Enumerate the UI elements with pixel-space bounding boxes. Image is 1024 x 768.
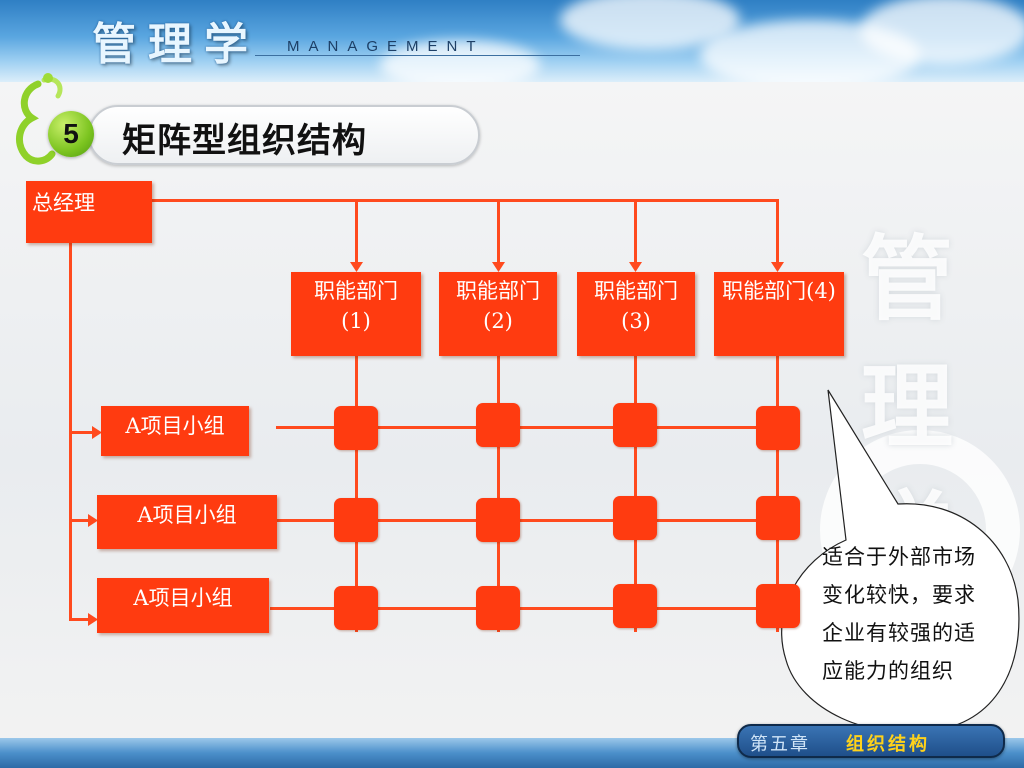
arrowhead-icon (92, 426, 102, 439)
department-index: (4) (806, 279, 836, 303)
arrowhead-icon (88, 514, 98, 527)
header-divider (255, 55, 580, 56)
connector-line (497, 199, 500, 265)
matrix-node (756, 496, 800, 540)
department-name: 职能部门 (314, 279, 398, 303)
project-team-box-3: A项目小组 (97, 578, 269, 633)
department-name: 职能部门 (722, 279, 807, 303)
arrowhead-icon (88, 613, 98, 626)
connector-line (776, 199, 779, 265)
department-index: (3) (621, 309, 651, 333)
chapter-pill (737, 724, 1005, 758)
section-number: 5 (63, 118, 79, 149)
matrix-node (476, 498, 520, 542)
matrix-node (334, 586, 378, 630)
project-team-box-1: A项目小组 (101, 406, 249, 456)
section-number-badge (48, 111, 94, 157)
department-label: 职能部门(4) (714, 276, 844, 306)
project-team-label: A项目小组 (137, 503, 237, 527)
matrix-node (613, 496, 657, 540)
department-name: 职能部门 (594, 279, 678, 303)
connector-line (497, 356, 500, 632)
connector-line (152, 199, 779, 202)
connector-line (270, 607, 778, 610)
cloud-decoration (860, 0, 1024, 65)
matrix-node (476, 403, 520, 447)
callout-line: 变化较快，要求 (822, 583, 976, 607)
department-box-3: 职能部门 (3) (577, 272, 695, 356)
matrix-node (334, 406, 378, 450)
matrix-node (756, 584, 800, 628)
callout-text: 适合于外部市场 变化较快，要求 企业有较强的适 应能力的组织 (822, 538, 1012, 690)
matrix-node (613, 403, 657, 447)
connector-line (776, 356, 779, 632)
callout-line: 企业有较强的适 (822, 621, 976, 645)
header-title: 管理学 (92, 19, 260, 70)
connector-line (69, 431, 99, 434)
department-index: (2) (483, 309, 513, 333)
connector-line (634, 199, 637, 265)
connector-line (276, 519, 778, 522)
matrix-node (613, 584, 657, 628)
project-team-box-2: A项目小组 (97, 495, 277, 549)
callout-line: 适合于外部市场 (822, 545, 976, 569)
connector-line (69, 519, 95, 522)
arrowhead-icon (492, 262, 505, 272)
connector-line (355, 356, 358, 632)
connector-line (355, 199, 358, 265)
department-box-1: 职能部门 (1) (291, 272, 421, 356)
arrowhead-icon (771, 262, 784, 272)
footer-chapter-name: 组织结构 (846, 734, 930, 755)
matrix-node (476, 586, 520, 630)
department-box-4: 职能部门(4) (714, 272, 844, 356)
general-manager-box: 总经理 (26, 181, 152, 243)
matrix-node (334, 498, 378, 542)
connector-line (634, 356, 637, 632)
matrix-node (756, 406, 800, 450)
department-box-2: 职能部门 (2) (439, 272, 557, 356)
project-team-label: A项目小组 (125, 414, 225, 438)
project-team-label: A项目小组 (133, 586, 233, 610)
general-manager-label: 总经理 (32, 191, 95, 215)
callout-line: 应能力的组织 (822, 659, 954, 683)
connector-line (69, 618, 95, 621)
section-title: 矩阵型组织结构 (122, 121, 367, 161)
section-title-pill (88, 105, 480, 165)
department-index: (1) (341, 309, 371, 333)
green-swirl-icon (15, 73, 63, 165)
header-banner: 管理学 MANAGEMENT (0, 0, 1024, 82)
connector-line (276, 426, 778, 429)
arrowhead-icon (629, 262, 642, 272)
arrowhead-icon (350, 262, 363, 272)
cloud-decoration (380, 40, 540, 82)
footer-chapter: 第五章 (750, 734, 810, 755)
header-subtitle: MANAGEMENT (287, 38, 485, 55)
department-name: 职能部门 (456, 279, 540, 303)
